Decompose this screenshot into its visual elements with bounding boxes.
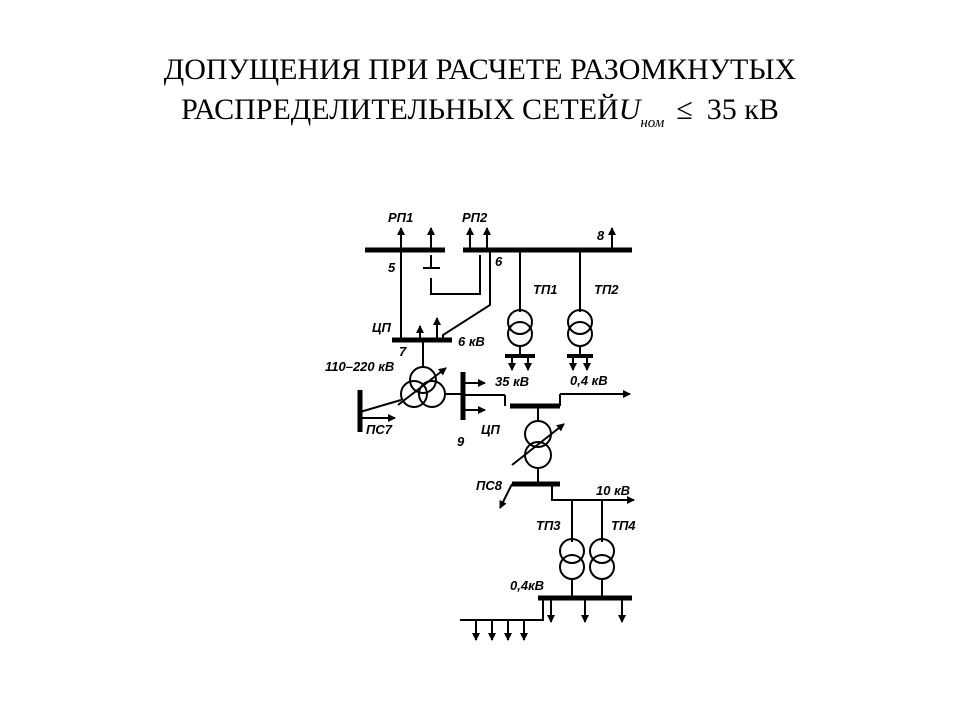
ps8-10kv-out — [551, 484, 634, 501]
tp4-winding-bottom — [589, 554, 615, 580]
label-110-220kv: 110–220 кВ — [325, 359, 394, 374]
label-rp2: РП2 — [462, 210, 488, 225]
title-line-1: ДОПУЩЕНИЯ ПРИ РАСЧЕТЕ РАЗОМКНУТЫХ — [163, 53, 797, 86]
hv-link — [359, 399, 402, 413]
label-tp2: ТП2 — [594, 282, 619, 297]
cp-trafo-winding-2 — [400, 380, 428, 408]
label-cp-mid: ЦП — [481, 422, 500, 437]
label-ps7: ПС7 — [366, 422, 393, 437]
label-node-7: 7 — [399, 344, 407, 359]
ps8-trafo-regulator — [511, 423, 565, 466]
less-equal-sign: ≤ — [676, 93, 693, 126]
label-cp-top: ЦП — [372, 320, 391, 335]
label-tp4: ТП4 — [611, 518, 636, 533]
ps8-trafo-winding-bottom — [524, 441, 552, 469]
label-node-6: 6 — [495, 254, 503, 269]
lv-branch — [460, 598, 544, 621]
tp3-winding-top — [559, 538, 585, 564]
label-04kv-bottom: 0,4кВ — [510, 578, 544, 593]
label-10kv: 10 кВ — [596, 483, 630, 498]
u-nom-symbol: U — [618, 93, 641, 126]
u-nom-subscript: ном — [640, 115, 665, 131]
title-line-2-text: РАСПРЕДЕЛИТЕЛЬНЫХ СЕТЕЙ — [181, 93, 619, 126]
label-rp1: РП1 — [388, 210, 413, 225]
label-04kv-top: 0,4 кВ — [570, 373, 608, 388]
open-link-wire — [430, 255, 481, 295]
label-tp1: ТП1 — [533, 282, 558, 297]
label-node-8: 8 — [597, 228, 605, 243]
ps8-trafo-winding-top — [524, 420, 552, 448]
tp1-winding-top — [507, 309, 533, 335]
label-node-5: 5 — [388, 260, 396, 275]
tp2-winding-top — [567, 309, 593, 335]
label-ps8: ПС8 — [476, 478, 503, 493]
cp-trafo-regulator — [397, 367, 447, 406]
slide-title: ДОПУЩЕНИЯ ПРИ РАСЧЕТЕ РАЗОМКНУТЫХ РАСПРЕ… — [0, 50, 960, 143]
label-node-9: 9 — [457, 434, 465, 449]
voltage-value: 35 кВ — [706, 93, 779, 126]
ps8-10kv-feeder — [499, 483, 513, 509]
title-line-2: РАСПРЕДЕЛИТЕЛЬНЫХ СЕТЕЙUном ≤35 кВ — [0, 90, 960, 143]
label-35kv: 35 кВ — [495, 374, 529, 389]
tp4-winding-top — [589, 538, 615, 564]
label-tp3: ТП3 — [536, 518, 561, 533]
tp3-winding-bottom — [559, 554, 585, 580]
cp-trafo-winding-1 — [409, 366, 437, 394]
label-6kv: 6 кВ — [458, 334, 485, 349]
